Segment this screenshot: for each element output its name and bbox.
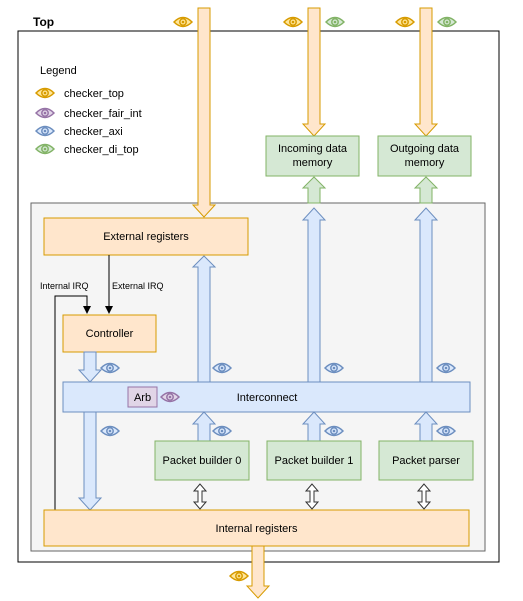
internal-irq-label: Internal IRQ (40, 281, 89, 291)
checker-axi-eye-icon (100, 425, 120, 437)
interconnect-to-outgoing-arrow (413, 207, 439, 383)
packet-parser (378, 440, 474, 481)
packet-builder-0 (154, 440, 250, 481)
checker-top-eye-icon (229, 570, 249, 582)
legend-checker-fair-int-icon (35, 107, 55, 119)
interconnect-to-ext-reg-arrow (191, 255, 217, 383)
interconnect-to-int-reg-arrow (77, 411, 103, 511)
external-registers (43, 217, 249, 256)
external-irq-label: External IRQ (112, 281, 164, 291)
internal-registers-label: Internal registers (216, 523, 298, 535)
incoming-memory-label: memory (293, 157, 333, 169)
legend-label: checker_fair_int (64, 108, 142, 120)
external-registers-label: External registers (103, 231, 189, 243)
top-title: Top (33, 15, 54, 29)
pb0-to-interconnect-arrow (191, 411, 217, 442)
legend-label: checker_di_top (64, 144, 139, 156)
interconnect-to-incoming-arrow (301, 207, 327, 383)
checker-di-top-eye-icon (325, 16, 345, 28)
interconnect-label: Interconnect (237, 392, 298, 404)
legend-label: checker_axi (64, 126, 123, 138)
legend-checker-top-icon (35, 87, 55, 99)
packet-builder-0-label: Packet builder 0 (163, 455, 242, 467)
legend-title: Legend (40, 65, 77, 77)
controller (62, 314, 157, 353)
inner-subsystem (30, 202, 486, 552)
incoming-mem-input-arrow (301, 7, 327, 137)
int-reg-output-arrow (245, 545, 271, 599)
parser-int-reg-bidir-arrow (416, 483, 432, 510)
pb0-int-reg-bidir-arrow (192, 483, 208, 510)
checker-axi-eye-icon (324, 362, 344, 374)
outgoing-mem-input-arrow (413, 7, 439, 137)
outgoing-memory-label: Outgoing data (390, 143, 460, 155)
checker-axi-eye-icon (212, 362, 232, 374)
ext-reg-input-arrow (191, 7, 217, 218)
controller-to-interconnect-arrow (77, 351, 103, 383)
checker-axi-eye-icon (212, 425, 232, 437)
checker-axi-eye-icon (324, 425, 344, 437)
checker-top-eye-icon (283, 16, 303, 28)
packet-builder-1-label: Packet builder 1 (275, 455, 354, 467)
checker-top-eye-icon (395, 16, 415, 28)
checker-di-top-eye-icon (437, 16, 457, 28)
controller-label: Controller (86, 328, 134, 340)
checker-fair-int-eye-icon (160, 391, 180, 403)
incoming-mem-green-arrow (301, 176, 327, 204)
arbiter-label: Arb (134, 392, 151, 404)
checker-top-eye-icon (173, 16, 193, 28)
outgoing-memory-label: memory (405, 157, 445, 169)
checker-axi-eye-icon (100, 362, 120, 374)
legend: Legend checker_top checker_fair_int chec… (35, 65, 142, 156)
arbiter (127, 386, 158, 408)
outgoing-mem-green-arrow (413, 176, 439, 204)
internal-irq-line (54, 295, 91, 510)
pb1-int-reg-bidir-arrow (304, 483, 320, 510)
outgoing-data-memory (377, 135, 472, 177)
legend-checker-di-top-icon (35, 143, 55, 155)
incoming-data-memory (265, 135, 360, 177)
incoming-memory-label: Incoming data (278, 143, 348, 155)
legend-checker-axi-icon (35, 125, 55, 137)
pb1-to-interconnect-arrow (301, 411, 327, 442)
parser-to-interconnect-arrow (413, 411, 439, 442)
legend-label: checker_top (64, 88, 124, 100)
packet-builder-1 (266, 440, 362, 481)
packet-parser-label: Packet parser (392, 455, 460, 467)
checker-axi-eye-icon (436, 425, 456, 437)
checker-axi-eye-icon (436, 362, 456, 374)
